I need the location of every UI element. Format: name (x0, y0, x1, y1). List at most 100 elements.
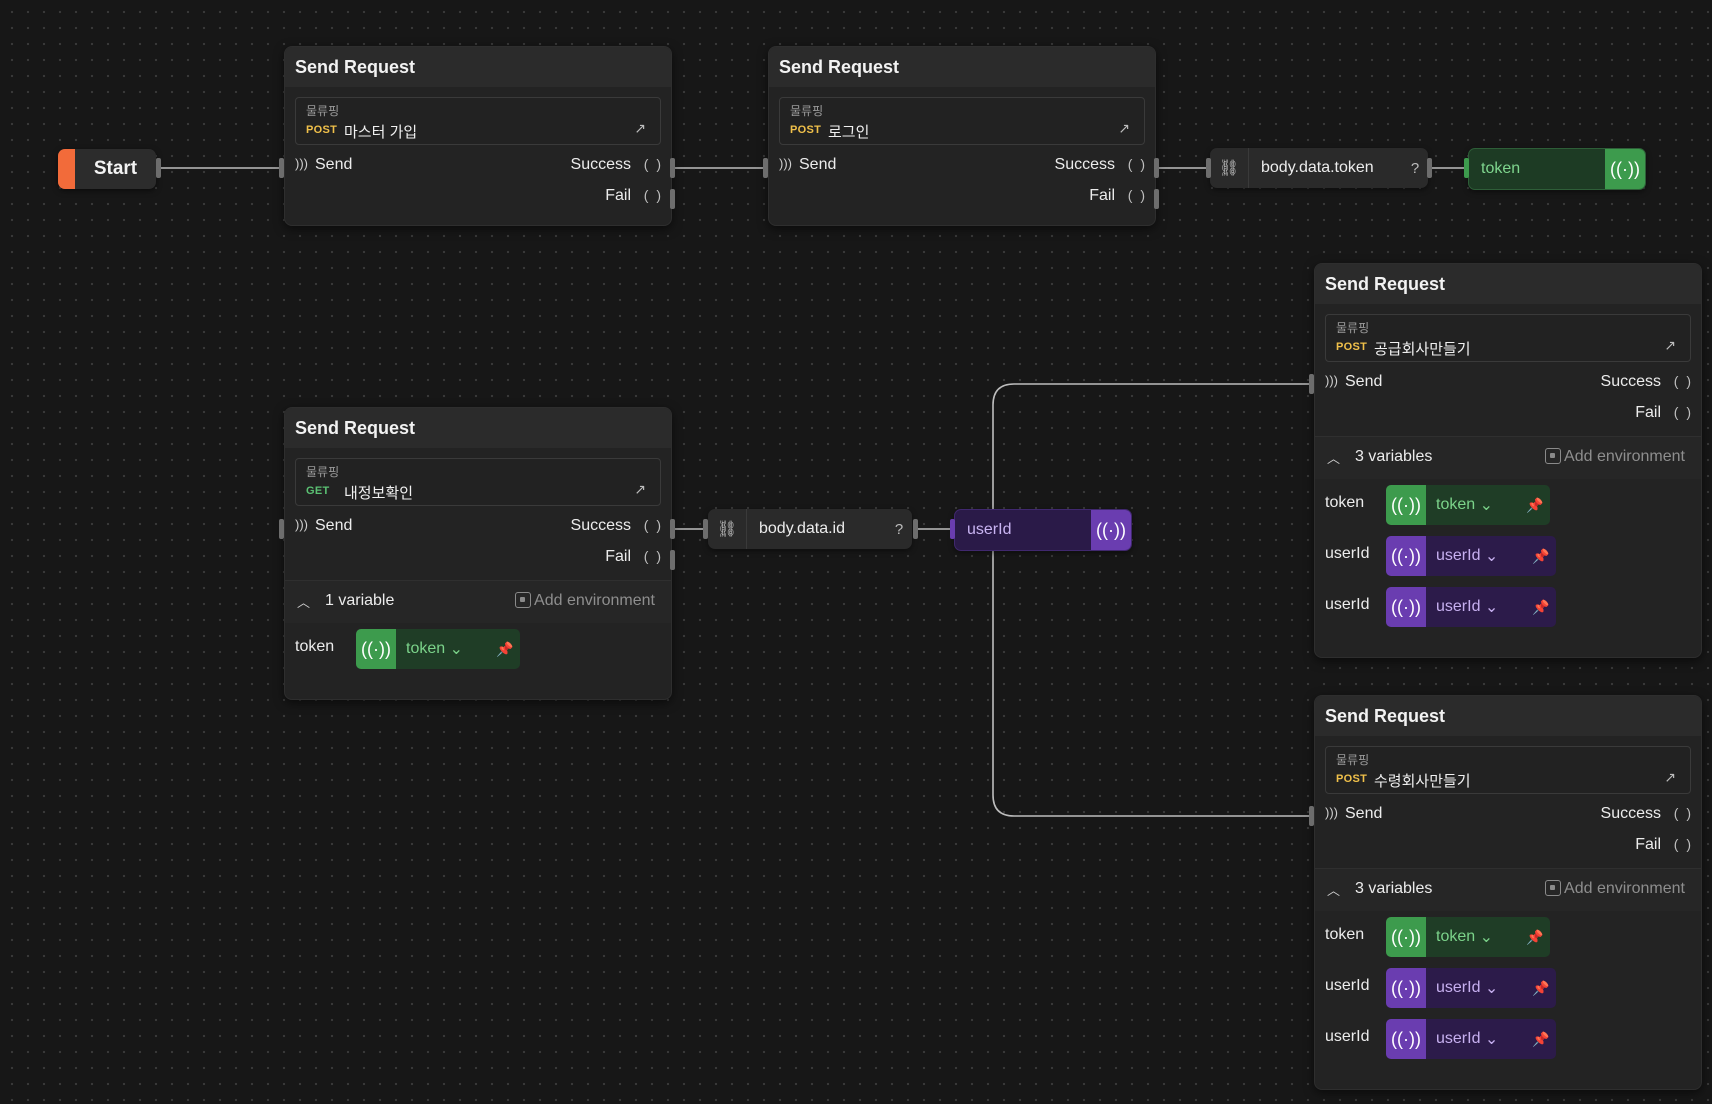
start-output-handle[interactable] (156, 158, 161, 178)
add-environment-icon[interactable] (1545, 448, 1561, 464)
variable-chip-token[interactable]: ((·)) token ⌄ 📌 (1386, 485, 1550, 525)
extract-token-output-handle[interactable] (1427, 158, 1432, 178)
help-icon[interactable]: ? (1410, 159, 1420, 177)
success-port-label: Success (570, 517, 631, 534)
variable-value: userId (1436, 598, 1481, 615)
variables-header[interactable]: ︿ 3 variables Add environment (1315, 436, 1701, 479)
add-environment-button[interactable]: Add environment (1564, 448, 1685, 465)
signup-fail-handle[interactable] (670, 189, 675, 209)
variables-header[interactable]: ︿ 1 variable Add environment (285, 580, 671, 623)
start-label: Start (93, 158, 138, 179)
success-port[interactable]: ( ) (1673, 805, 1693, 821)
chevron-down-icon[interactable]: ⌄ (1484, 980, 1499, 997)
fail-port[interactable]: ( ) (1673, 836, 1693, 852)
pin-icon[interactable]: 📌 (496, 640, 514, 657)
chevron-down-icon[interactable]: ⌄ (1479, 497, 1493, 514)
request-selector[interactable]: 물류핑 GET 내정보확인 ↗ (295, 458, 661, 506)
chevron-down-icon[interactable]: ⌄ (1484, 1031, 1499, 1048)
success-port[interactable]: ( ) (1127, 156, 1147, 172)
pin-icon[interactable]: 📌 (1526, 928, 1544, 945)
login-success-handle[interactable] (1154, 158, 1159, 178)
myinfo-input-handle[interactable] (279, 519, 284, 539)
add-environment-button[interactable]: Add environment (1564, 880, 1685, 897)
variable-label: userId (967, 521, 1012, 538)
request-selector[interactable]: 물류핑 POST 수령회사만들기 ↗ (1325, 746, 1691, 794)
pin-icon[interactable]: 📌 (1532, 1030, 1550, 1047)
node-title: Send Request (1315, 696, 1701, 736)
userid-var-input-handle[interactable] (950, 519, 955, 539)
variable-row: userId ((·)) userId ⌄ 📌 (1315, 581, 1701, 632)
pin-icon[interactable]: 📌 (1532, 979, 1550, 996)
variable-chip-userid[interactable]: ((·)) userId ⌄ 📌 (1386, 587, 1556, 627)
variables-header[interactable]: ︿ 3 variables Add environment (1315, 868, 1701, 911)
start-node[interactable]: Start (58, 149, 156, 189)
external-link-icon[interactable]: ↗ (1118, 120, 1130, 136)
fail-port[interactable]: ( ) (643, 548, 663, 564)
chevron-down-icon[interactable]: ⌄ (1479, 929, 1493, 946)
token-variable-node[interactable]: token ((·)) (1468, 148, 1646, 190)
add-environment-icon[interactable] (1545, 880, 1561, 896)
pin-icon[interactable]: 📌 (1526, 496, 1544, 513)
fail-port[interactable]: ( ) (1127, 187, 1147, 203)
myinfo-fail-handle[interactable] (670, 550, 675, 570)
external-link-icon[interactable]: ↗ (634, 120, 646, 136)
receiver-input-handle[interactable] (1309, 806, 1314, 826)
send-port-label: Send (1345, 373, 1383, 390)
send-request-node-receiver[interactable]: Send Request 물류핑 POST 수령회사만들기 ↗ ))) Send… (1314, 695, 1702, 1090)
login-fail-handle[interactable] (1154, 189, 1159, 209)
request-selector[interactable]: 물류핑 POST 로그인 ↗ (779, 97, 1145, 145)
variable-chip-userid[interactable]: ((·)) userId ⌄ 📌 (1386, 1019, 1556, 1059)
userid-variable-node[interactable]: userId ((·)) (954, 509, 1132, 551)
request-selector[interactable]: 물류핑 POST 공급회사만들기 ↗ (1325, 314, 1691, 362)
chevron-down-icon[interactable]: ⌄ (1484, 599, 1499, 616)
token-var-input-handle[interactable] (1464, 158, 1469, 178)
extract-node-id[interactable]: ⛓ body.data.id ? (708, 509, 912, 549)
send-request-node-signup[interactable]: Send Request 물류핑 POST 마스터 가입 ↗ ))) Send … (284, 46, 672, 226)
variable-chip-userid[interactable]: ((·)) userId ⌄ 📌 (1386, 536, 1556, 576)
send-request-node-login[interactable]: Send Request 물류핑 POST 로그인 ↗ ))) Send Suc… (768, 46, 1156, 226)
broadcast-icon: ((·)) (356, 629, 396, 669)
supplier-input-handle[interactable] (1309, 374, 1314, 394)
signup-input-handle[interactable] (279, 158, 284, 178)
link-icon: ⛓ (708, 509, 747, 549)
broadcast-icon: ((·)) (1091, 510, 1131, 550)
signup-success-handle[interactable] (670, 158, 675, 178)
pin-icon[interactable]: 📌 (1532, 598, 1550, 615)
success-port-label: Success (1600, 805, 1661, 822)
extract-node-token[interactable]: ⛓ body.data.token ? (1210, 148, 1428, 188)
fail-port[interactable]: ( ) (643, 187, 663, 203)
send-port-label: Send (315, 156, 353, 173)
send-request-node-supplier[interactable]: Send Request 물류핑 POST 공급회사만들기 ↗ ))) Send… (1314, 263, 1702, 658)
chevron-up-icon[interactable]: ︿ (297, 595, 311, 610)
extract-id-output-handle[interactable] (913, 519, 918, 539)
variable-chip-token[interactable]: ((·)) token ⌄ 📌 (356, 629, 520, 669)
extract-token-input-handle[interactable] (1206, 158, 1211, 178)
external-link-icon[interactable]: ↗ (1664, 337, 1676, 353)
myinfo-success-handle[interactable] (670, 519, 675, 539)
variables-count: 1 variable (325, 592, 395, 609)
chevron-up-icon[interactable]: ︿ (1327, 451, 1341, 466)
success-port[interactable]: ( ) (1673, 373, 1693, 389)
help-icon[interactable]: ? (894, 520, 904, 538)
fail-port[interactable]: ( ) (1673, 404, 1693, 420)
broadcast-icon: ((·)) (1605, 149, 1645, 189)
external-link-icon[interactable]: ↗ (1664, 769, 1676, 785)
add-environment-icon[interactable] (515, 592, 531, 608)
success-port[interactable]: ( ) (643, 156, 663, 172)
add-environment-button[interactable]: Add environment (534, 592, 655, 609)
send-request-node-myinfo[interactable]: Send Request 물류핑 GET 내정보확인 ↗ ))) Send Su… (284, 407, 672, 700)
variable-value: userId (1436, 547, 1481, 564)
login-input-handle[interactable] (763, 158, 768, 178)
variable-chip-token[interactable]: ((·)) token ⌄ 📌 (1386, 917, 1550, 957)
chevron-down-icon[interactable]: ⌄ (1484, 548, 1499, 565)
collection-name: 물류핑 (790, 104, 824, 118)
success-port[interactable]: ( ) (643, 517, 663, 533)
variable-chip-userid[interactable]: ((·)) userId ⌄ 📌 (1386, 968, 1556, 1008)
chevron-up-icon[interactable]: ︿ (1327, 883, 1341, 898)
fail-port-label: Fail (1635, 404, 1661, 421)
external-link-icon[interactable]: ↗ (634, 481, 646, 497)
extract-id-input-handle[interactable] (703, 519, 708, 539)
request-selector[interactable]: 물류핑 POST 마스터 가입 ↗ (295, 97, 661, 145)
pin-icon[interactable]: 📌 (1532, 547, 1550, 564)
chevron-down-icon[interactable]: ⌄ (449, 641, 463, 658)
